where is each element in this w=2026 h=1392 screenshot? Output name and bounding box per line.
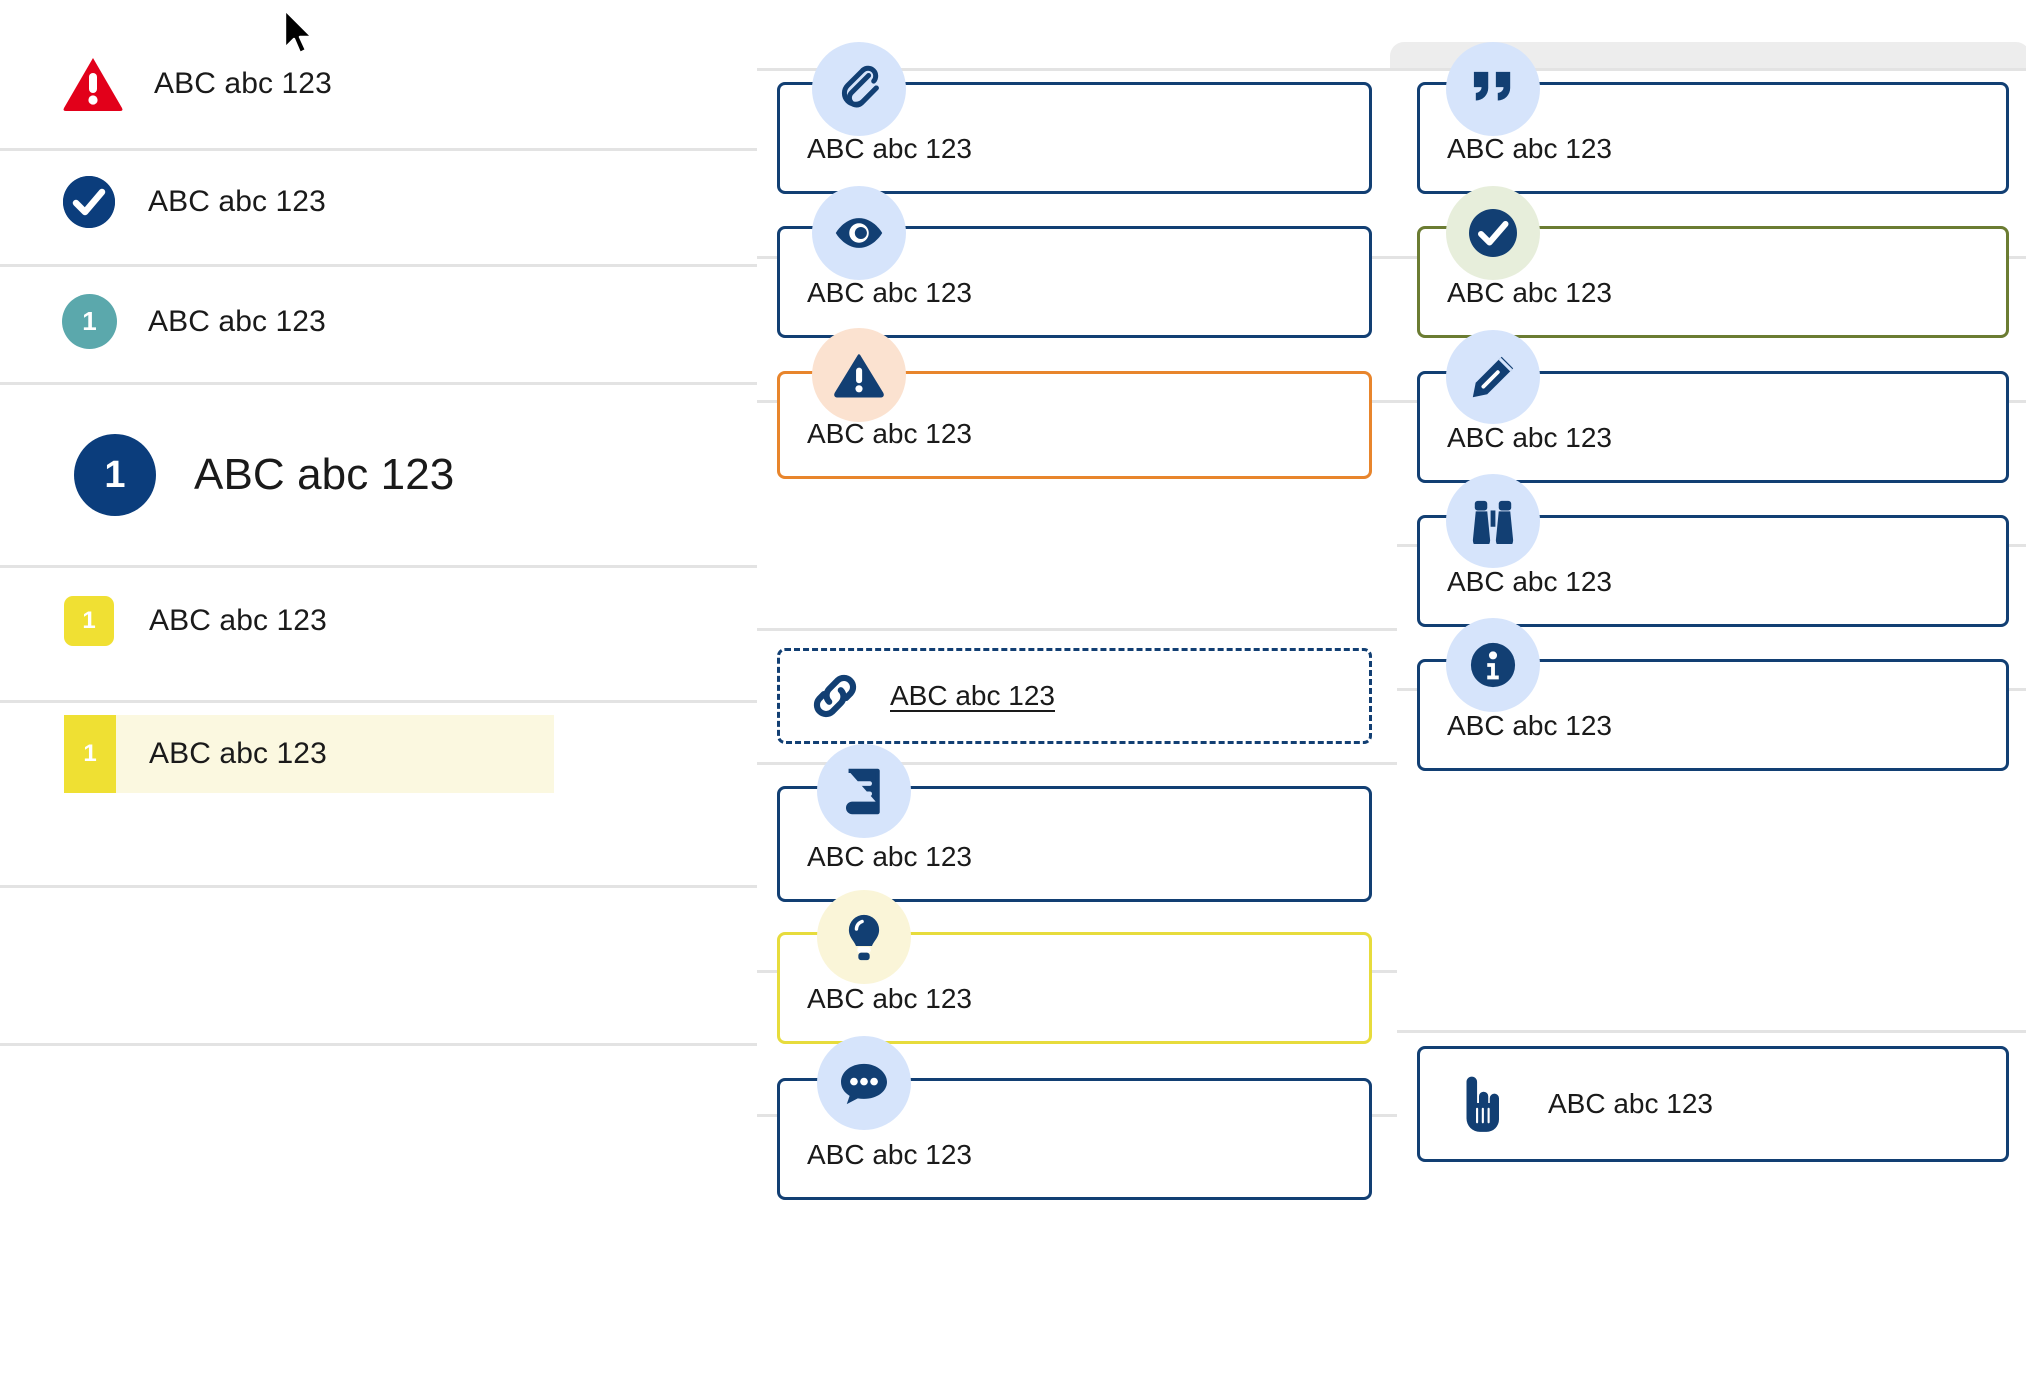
paperclip-icon: [812, 42, 906, 136]
list-item-counter-navy[interactable]: 1 ABC abc 123: [74, 434, 454, 516]
number-bar-icon: 1: [64, 715, 116, 793]
divider: [0, 264, 757, 267]
card-label: ABC abc 123: [807, 841, 972, 872]
divider: [0, 700, 757, 703]
divider: [757, 762, 1397, 765]
lightbulb-icon: [817, 890, 911, 984]
list-item-label: ABC abc 123: [154, 67, 332, 100]
divider: [1397, 1030, 2026, 1033]
card-action[interactable]: ABC abc 123: [1417, 1046, 2009, 1162]
badge-number: 1: [82, 607, 96, 634]
card-label: ABC abc 123: [1447, 566, 1612, 597]
number-circle-icon: 1: [74, 434, 156, 516]
card-link[interactable]: ABC abc 123: [777, 648, 1372, 744]
chain-link-icon: [806, 667, 864, 725]
list-item-label: ABC abc 123: [149, 604, 327, 637]
list-item-alert[interactable]: ABC abc 123: [62, 56, 332, 112]
number-square-icon: 1: [64, 596, 114, 646]
divider: [0, 148, 757, 151]
divider: [0, 565, 757, 568]
number-circle-icon: 1: [62, 294, 117, 349]
card-label: ABC abc 123: [1447, 710, 1612, 741]
list-item-label: ABC abc 123: [194, 450, 455, 499]
divider: [0, 382, 757, 385]
book-icon: [817, 744, 911, 838]
divider: [0, 1043, 757, 1046]
list-item-success[interactable]: ABC abc 123: [63, 176, 326, 228]
card-label: ABC abc 123: [1447, 133, 1612, 164]
check-circle-icon: [63, 176, 115, 228]
list-item-label: ABC abc 123: [148, 304, 326, 338]
speech-bubble-icon: [817, 1036, 911, 1130]
card-label: ABC abc 123: [1447, 422, 1612, 453]
card-attachment[interactable]: ABC abc 123: [777, 82, 1372, 194]
badge-number: 1: [82, 306, 97, 336]
card-label: ABC abc 123: [1548, 1088, 1713, 1119]
list-item-counter-yellow[interactable]: 1 ABC abc 123: [64, 596, 327, 646]
divider: [0, 885, 757, 888]
binoculars-icon: [1446, 474, 1540, 568]
warning-triangle-icon: [62, 56, 124, 112]
quote-icon: [1446, 42, 1540, 136]
card-link-label[interactable]: ABC abc 123: [890, 680, 1055, 711]
divider: [757, 68, 1397, 71]
warning-triangle-icon: [812, 328, 906, 422]
card-label: ABC abc 123: [1447, 277, 1612, 308]
card-label: ABC abc 123: [807, 418, 972, 449]
card-label: ABC abc 123: [807, 983, 972, 1014]
badge-number: 1: [83, 740, 97, 767]
divider: [757, 628, 1397, 631]
pencil-icon: [1446, 330, 1540, 424]
list-item-label: ABC abc 123: [149, 737, 327, 770]
divider: [1397, 68, 2026, 71]
list-item-label: ABC abc 123: [148, 185, 326, 218]
eye-icon: [812, 186, 906, 280]
card-label: ABC abc 123: [807, 133, 972, 164]
pointing-hand-icon: [1450, 1075, 1508, 1133]
badge-number: 1: [104, 453, 126, 496]
card-label: ABC abc 123: [807, 277, 972, 308]
list-item-counter-active[interactable]: 1 ABC abc 123: [64, 715, 554, 793]
info-circle-icon: [1446, 618, 1540, 712]
card-label: ABC abc 123: [807, 1139, 972, 1170]
left-list-column: ABC abc 123 ABC abc 123 1 ABC abc 123 1: [0, 0, 757, 1392]
check-circle-icon: [1446, 186, 1540, 280]
list-item-counter-teal[interactable]: 1 ABC abc 123: [62, 294, 326, 349]
